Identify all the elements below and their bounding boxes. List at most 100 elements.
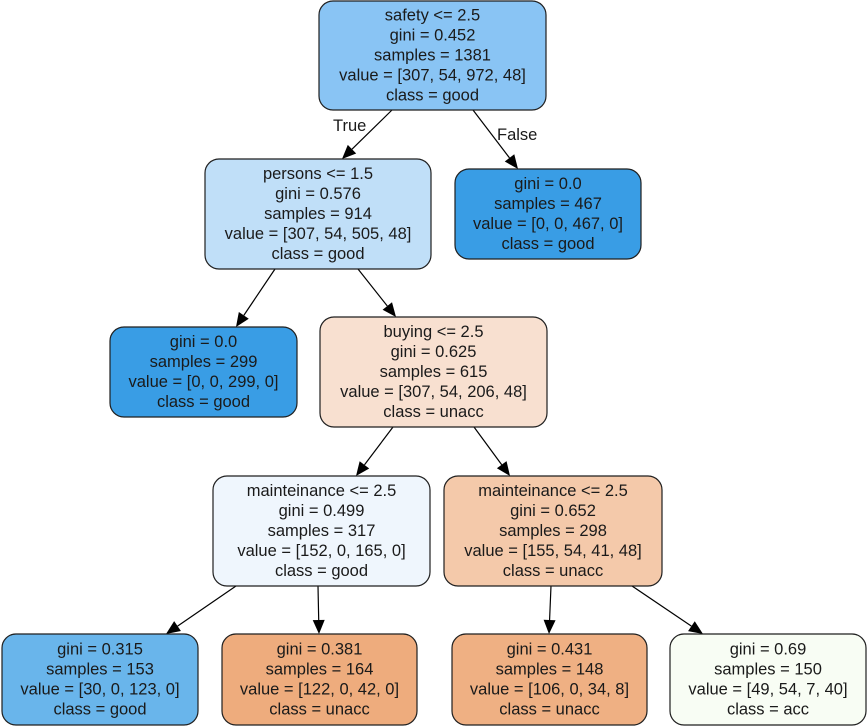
edge-line: [363, 426, 394, 466]
edge-label-true: True: [333, 117, 366, 135]
node-gini: gini = 0.0: [170, 333, 237, 351]
arrowhead-icon: [166, 621, 181, 634]
node-box: [1, 633, 199, 726]
arrowhead-icon: [312, 619, 325, 634]
arrowhead-icon: [504, 154, 518, 169]
node-value: value = [152, 0, 165, 0]: [237, 542, 405, 560]
node-class: class = unacc: [503, 562, 603, 580]
node-samples: samples = 615: [380, 363, 488, 381]
node-box: [318, 0, 547, 111]
arrowhead-icon: [342, 144, 357, 159]
node-class: class = unacc: [269, 701, 369, 719]
node-samples: samples = 148: [496, 661, 604, 679]
node-value: value = [122, 0, 42, 0]: [240, 681, 399, 699]
node-box: [319, 316, 548, 428]
edge-line: [177, 585, 237, 627]
tree-edge: [312, 585, 325, 634]
node-samples: samples = 150: [714, 661, 822, 679]
arrowhead-icon: [543, 619, 556, 634]
node-class: class = unacc: [499, 701, 599, 719]
node-value: value = [0, 0, 299, 0]: [129, 373, 279, 391]
node-samples: samples = 317: [268, 522, 376, 540]
node-class: class = good: [275, 562, 368, 580]
edge-line: [243, 268, 276, 316]
node-box: [669, 633, 867, 726]
arrowhead-icon: [382, 302, 396, 317]
node-box: [109, 326, 298, 418]
node-box: [451, 633, 648, 726]
edge-line: [548, 585, 552, 621]
leaf-node: gini = 0.381 samples = 164 value = [122, 0…: [221, 633, 418, 726]
node-gini: gini = 0.69: [730, 641, 807, 659]
tree-edge: [356, 426, 394, 476]
arrowhead-icon: [356, 461, 370, 476]
node-gini: gini = 0.452: [390, 27, 476, 45]
node-gini: gini = 0.576: [275, 185, 361, 203]
edge-line: [357, 268, 388, 307]
node-samples: samples = 298: [499, 522, 607, 540]
arrowhead-icon: [688, 621, 703, 634]
arrowhead-icon: [496, 461, 510, 476]
node-samples: samples = 1381: [374, 47, 491, 65]
node-gini: gini = 0.381: [277, 641, 363, 659]
node-split-condition: mainteinance <= 2.5: [247, 482, 397, 500]
node-class: class = good: [501, 235, 594, 253]
tree-edge: [357, 268, 396, 317]
node-samples: samples = 299: [150, 353, 258, 371]
node-box: [454, 168, 642, 260]
leaf-node: gini = 0.69 samples = 150 value = [49, 54,…: [669, 633, 867, 726]
tree-edge: [166, 585, 237, 634]
node-gini: gini = 0.625: [391, 343, 477, 361]
edge-line: [351, 109, 393, 150]
node-box: [221, 633, 418, 726]
arrowhead-icon: [236, 312, 249, 327]
node-value: value = [0, 0, 467, 0]: [473, 215, 623, 233]
edge-line: [317, 585, 320, 621]
node-box: [204, 158, 432, 270]
edge-line: [473, 426, 503, 466]
tree-edge: True: [333, 109, 393, 159]
node-value: value = [307, 54, 505, 48]: [225, 225, 412, 243]
node-box: [212, 475, 431, 587]
split-node: buying <= 2.5 gini = 0.625 samples = 615 va…: [319, 316, 548, 428]
tree-edge: [543, 585, 556, 634]
node-split-condition: buying <= 2.5: [384, 323, 484, 341]
node-value: value = [106, 0, 34, 8]: [470, 681, 629, 699]
node-gini: gini = 0.315: [57, 641, 143, 659]
node-value: value = [49, 54, 7, 40]: [688, 681, 847, 699]
node-samples: samples = 153: [46, 661, 154, 679]
node-value: value = [307, 54, 972, 48]: [339, 67, 526, 85]
node-split-condition: safety <= 2.5: [385, 7, 480, 25]
node-class: class = good: [271, 245, 364, 263]
node-split-condition: persons <= 1.5: [263, 165, 373, 183]
edge-line: [472, 109, 510, 159]
node-samples: samples = 164: [266, 661, 374, 679]
node-class: class = good: [53, 701, 146, 719]
tree-edge: [236, 268, 276, 327]
split-node: safety <= 2.5 gini = 0.452 samples = 1381 v…: [318, 0, 547, 111]
split-node: mainteinance <= 2.5 gini = 0.499 samples =…: [212, 475, 431, 587]
node-gini: gini = 0.431: [507, 641, 593, 659]
node-split-condition: mainteinance <= 2.5: [478, 482, 628, 500]
node-value: value = [155, 54, 41, 48]: [464, 542, 642, 560]
leaf-node: gini = 0.315 samples = 153 value = [30, 0,…: [1, 633, 199, 726]
tree-edge: [631, 585, 703, 634]
node-samples: samples = 467: [494, 195, 602, 213]
node-value: value = [30, 0, 123, 0]: [20, 681, 179, 699]
node-class: class = acc: [727, 701, 809, 719]
node-gini: gini = 0.499: [279, 502, 365, 520]
tree-edge: [473, 426, 510, 476]
leaf-node: gini = 0.0 samples = 299 value = [0, 0, 29…: [109, 326, 298, 418]
leaf-node: gini = 0.431 samples = 148 value = [106, 0…: [451, 633, 648, 726]
node-class: class = good: [157, 393, 250, 411]
node-box: [443, 475, 663, 587]
node-value: value = [307, 54, 206, 48]: [340, 383, 527, 401]
node-class: class = unacc: [383, 403, 483, 421]
edge-label-false: False: [497, 126, 537, 144]
